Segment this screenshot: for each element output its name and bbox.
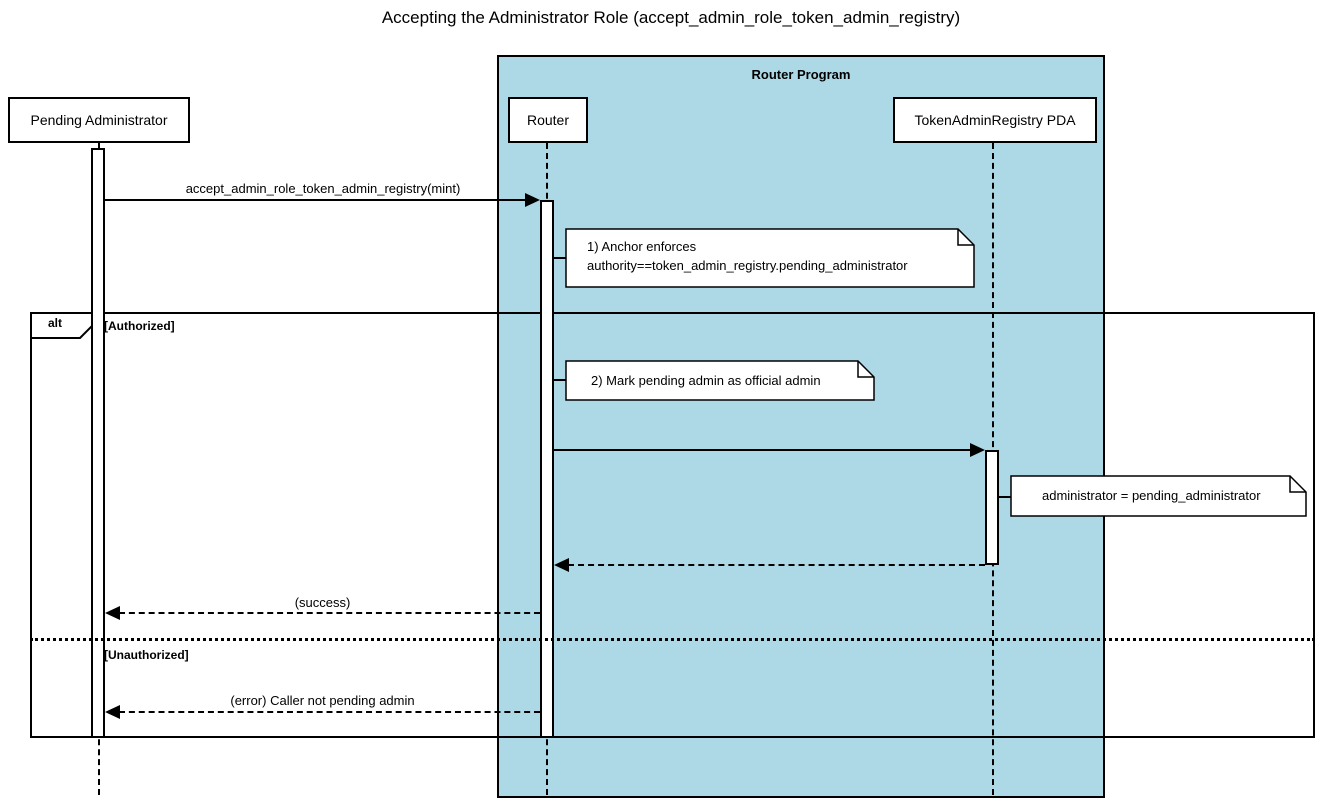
- participant-label: Pending Administrator: [30, 112, 168, 128]
- arrowhead-icon: [105, 606, 120, 620]
- alt-branch-divider: [30, 638, 1315, 641]
- return-line-success: [119, 612, 540, 614]
- message-line-accept-admin-role: [105, 199, 527, 201]
- return-line-registry-to-router: [568, 564, 985, 566]
- note3-connector: [999, 496, 1011, 498]
- note1-connector: [554, 257, 566, 259]
- activation-router: [540, 200, 554, 738]
- note-anchor-enforces: 1) Anchor enforces authority==token_admi…: [565, 228, 975, 288]
- message-label-accept-admin-role: accept_admin_role_token_admin_registry(m…: [185, 181, 461, 196]
- diagram-title: Accepting the Administrator Role (accept…: [381, 8, 961, 27]
- activation-token-admin-registry-pda: [985, 450, 999, 565]
- return-line-error: [119, 711, 540, 713]
- participant-router: Router: [508, 97, 588, 143]
- alt-condition-authorized: [Authorized]: [104, 319, 175, 333]
- alt-operator-label: alt: [47, 316, 62, 330]
- activation-pending-administrator: [91, 148, 105, 738]
- participant-label: Router: [526, 112, 570, 128]
- note-line: authority==token_admin_registry.pending_…: [587, 258, 908, 273]
- note-administrator-assignment: administrator = pending_administrator: [1010, 475, 1307, 517]
- arrowhead-icon: [970, 443, 985, 457]
- note-line: 2) Mark pending admin as official admin: [591, 373, 821, 388]
- message-label-error: (error) Caller not pending admin: [230, 693, 415, 708]
- arrowhead-icon: [525, 193, 540, 207]
- participant-pending-administrator: Pending Administrator: [8, 97, 190, 143]
- arrowhead-icon: [554, 558, 569, 572]
- alt-condition-unauthorized: [Unauthorized]: [104, 648, 189, 662]
- message-line-update-registry: [554, 449, 972, 451]
- participant-token-admin-registry-pda: TokenAdminRegistry PDA: [893, 97, 1097, 143]
- router-program-label: Router Program: [751, 67, 851, 82]
- participant-label: TokenAdminRegistry PDA: [914, 112, 1076, 128]
- note-line: 1) Anchor enforces: [587, 239, 697, 254]
- alt-fragment-frame: alt [Authorized] [Unauthorized]: [30, 312, 1315, 738]
- note-mark-pending-admin: 2) Mark pending admin as official admin: [565, 360, 875, 401]
- router-program-frame: Router Program: [497, 55, 1105, 798]
- note-line: administrator = pending_administrator: [1042, 488, 1261, 503]
- alt-operator-pentagon: alt: [30, 312, 94, 340]
- note2-connector: [554, 379, 566, 381]
- message-label-success: (success): [294, 595, 351, 610]
- arrowhead-icon: [105, 705, 120, 719]
